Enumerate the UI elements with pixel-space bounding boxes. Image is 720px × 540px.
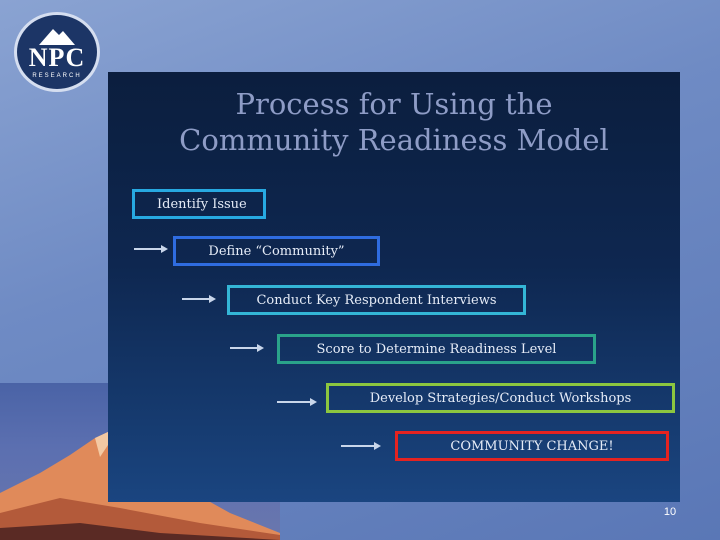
step-label: Identify Issue xyxy=(157,197,247,212)
step-define-community: Define “Community” xyxy=(173,236,380,266)
step-label: COMMUNITY CHANGE! xyxy=(450,439,613,454)
step-identify-issue: Identify Issue xyxy=(132,189,266,219)
step-score-readiness: Score to Determine Readiness Level xyxy=(277,334,596,364)
arrow-icon xyxy=(182,294,216,304)
slide-title: Process for Using the Community Readines… xyxy=(108,86,680,158)
step-conduct-interviews: Conduct Key Respondent Interviews xyxy=(227,285,526,315)
title-line-2: Community Readiness Model xyxy=(108,122,680,158)
arrow-icon xyxy=(134,244,168,254)
arrow-icon xyxy=(277,397,317,407)
title-line-1: Process for Using the xyxy=(108,86,680,122)
npc-research-logo: NPC RESEARCH xyxy=(14,12,100,92)
arrow-icon xyxy=(341,441,381,451)
page-number: 10 xyxy=(650,506,690,518)
step-label: Define “Community” xyxy=(208,244,344,259)
step-label: Develop Strategies/Conduct Workshops xyxy=(370,391,632,406)
step-label: Conduct Key Respondent Interviews xyxy=(256,293,496,308)
step-develop-strategies: Develop Strategies/Conduct Workshops xyxy=(326,383,675,413)
arrow-icon xyxy=(230,343,264,353)
step-label: Score to Determine Readiness Level xyxy=(317,342,557,357)
logo-subtitle: RESEARCH xyxy=(17,73,97,79)
slide-panel: Process for Using the Community Readines… xyxy=(108,72,680,502)
step-community-change: COMMUNITY CHANGE! xyxy=(395,431,669,461)
logo-name: NPC xyxy=(17,45,97,71)
